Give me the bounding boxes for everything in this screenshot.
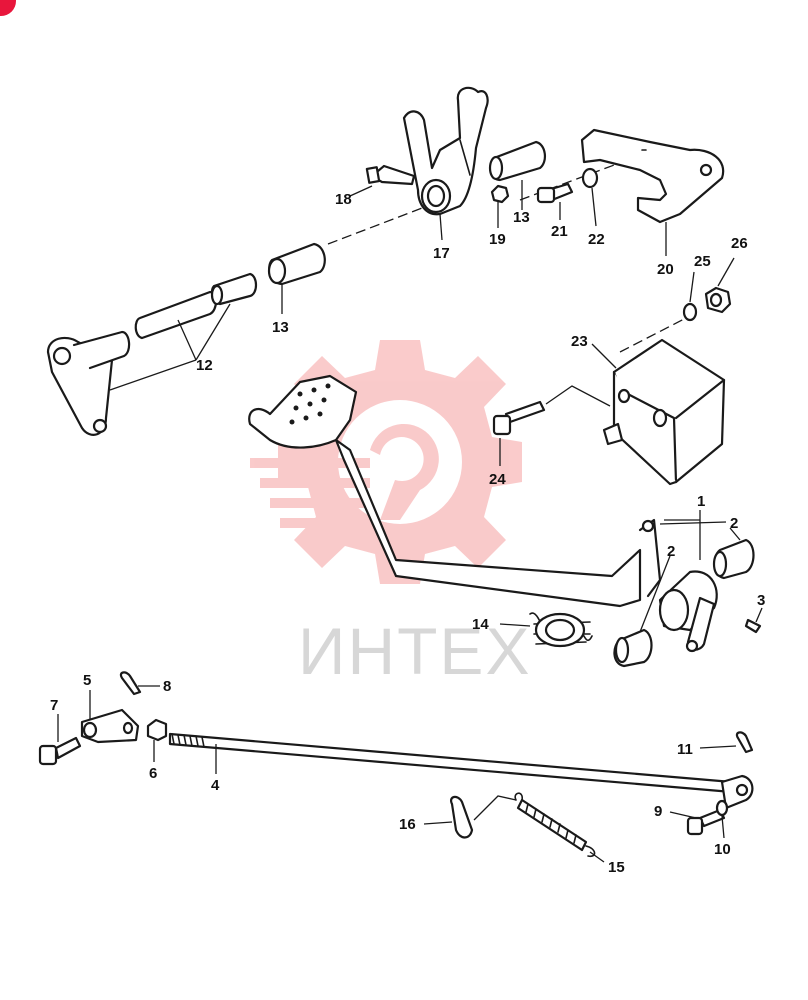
label-5: 5: [83, 672, 91, 689]
label-21: 21: [551, 223, 568, 240]
part-12-shaft-arm: [46, 272, 258, 436]
label-11: 11: [677, 741, 693, 758]
leader-lines: [57, 180, 763, 863]
part-8-cotter: [119, 671, 142, 696]
pedal-link-eye: [685, 639, 699, 653]
axis-line-bracket: [619, 317, 687, 353]
part-number-labels: 18 17 19 13 21 22 20 25 26 13 12 23 24 1…: [50, 191, 765, 876]
part-23-support-bracket: [602, 338, 726, 486]
label-10: 10: [714, 841, 731, 858]
part-19-nut: [490, 184, 510, 204]
part-25-lockwasher: [682, 302, 698, 322]
label-14: 14: [472, 616, 489, 633]
part-18-bolt: [365, 164, 416, 186]
label-24: 24: [489, 471, 506, 488]
part-3-screw: [744, 618, 762, 634]
label-4: 4: [211, 777, 220, 794]
part-15-spring: [514, 792, 596, 858]
part-13-bushing-lower: [267, 242, 326, 286]
label-13-upper: 13: [513, 209, 530, 226]
axis-line-upper: [327, 204, 431, 245]
label-17: 17: [433, 245, 450, 262]
part-7-pin: [38, 736, 82, 766]
part-2-bushing-right: [712, 538, 755, 580]
bolt-24-axis: [545, 385, 611, 407]
label-15: 15: [608, 859, 625, 876]
part-21-bolt: [536, 182, 574, 204]
label-16: 16: [399, 816, 416, 833]
label-23: 23: [571, 333, 588, 350]
part-22-washer: [581, 167, 599, 189]
label-18: 18: [335, 191, 352, 208]
label-3: 3: [757, 592, 765, 609]
label-19: 19: [489, 231, 506, 248]
watermark-text: ИНТЕХ: [298, 614, 531, 688]
part-6-nut: [146, 718, 168, 742]
label-20: 20: [657, 261, 674, 278]
part-20-bracket: [580, 128, 725, 224]
part-11-cotter: [735, 731, 754, 754]
part-17-fork-lever: [402, 86, 489, 216]
label-25: 25: [694, 253, 711, 270]
part-10-washer: [715, 799, 729, 817]
part-2-bushing-left: [613, 628, 653, 668]
part-26-nut: [704, 286, 732, 314]
part-14-spring: [529, 612, 593, 648]
label-2-left: 2: [667, 543, 675, 560]
label-9: 9: [654, 803, 662, 820]
label-7: 7: [50, 697, 58, 714]
label-12: 12: [196, 357, 213, 374]
label-1: 1: [697, 493, 705, 510]
part-5-clevis: [80, 708, 140, 744]
clip-spring-link: [473, 795, 517, 821]
part-4-rod: [168, 732, 734, 794]
part-16-clip: [450, 795, 474, 839]
label-26: 26: [731, 235, 748, 252]
part-24-bolt: [492, 400, 546, 436]
label-6: 6: [149, 765, 157, 782]
label-2-right: 2: [730, 515, 738, 532]
part-13-bushing-upper: [488, 140, 546, 182]
label-22: 22: [588, 231, 605, 248]
label-13-lower: 13: [272, 319, 289, 336]
rod-end-clevis: [720, 774, 754, 810]
label-8: 8: [163, 678, 171, 695]
